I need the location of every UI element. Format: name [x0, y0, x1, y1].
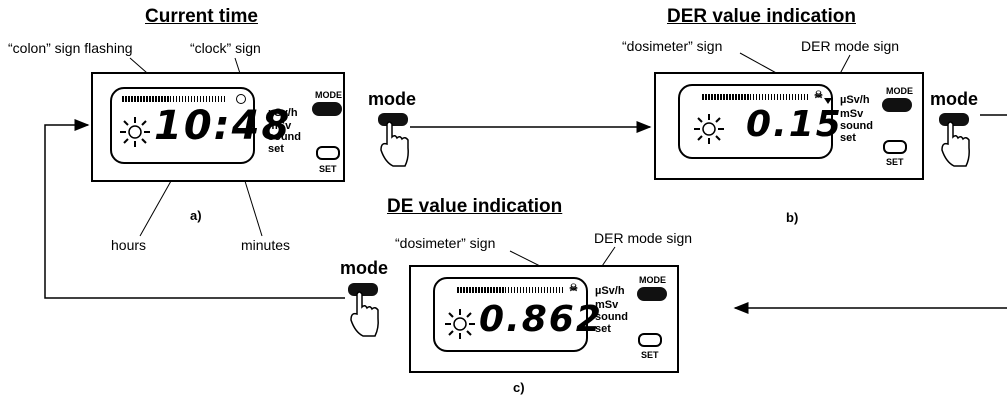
set-button-label: SET — [886, 157, 904, 167]
caption-b: b) — [786, 210, 799, 225]
lcd-de-readout: 0.862 — [479, 299, 603, 340]
scale-bar-filled — [457, 287, 505, 293]
set-button[interactable] — [316, 146, 340, 160]
set-button-label: SET — [319, 164, 337, 174]
pointing-hand-icon[interactable] — [345, 280, 385, 342]
scale-bar-filled — [122, 96, 170, 102]
unit-usv-h: µSv/h — [595, 285, 625, 297]
scale-bar-empty — [170, 96, 226, 102]
set-button[interactable] — [883, 140, 907, 154]
caption-a: a) — [190, 208, 202, 223]
title-der-value: DER value indication — [667, 6, 856, 27]
mode-button[interactable] — [637, 287, 667, 301]
sun-icon — [120, 117, 150, 147]
unit-set: set — [268, 143, 284, 155]
title-current-time: Current time — [145, 6, 258, 27]
annotation-der-mode-sign-b: DER mode sign — [801, 38, 900, 54]
unit-msv: mSv — [595, 299, 619, 311]
annotation-colon-flashing: “colon” sign flashing — [8, 40, 133, 56]
annotation-hours: hours — [111, 237, 147, 253]
mode-button-label: MODE — [639, 275, 666, 285]
set-button[interactable] — [638, 333, 662, 347]
unit-msv: mSv — [840, 108, 864, 120]
unit-sound: sound — [595, 311, 628, 323]
set-button-label: SET — [641, 350, 659, 360]
title-de-value: DE value indication — [387, 196, 563, 217]
sun-icon — [445, 309, 475, 339]
pointing-hand-icon[interactable] — [936, 110, 976, 172]
der-mode-icon — [824, 98, 832, 104]
mode-button-label: MODE — [886, 86, 913, 96]
mode-label-a: mode — [368, 89, 417, 109]
mode-label-c: mode — [340, 258, 389, 278]
dosimeter-device-c: ☠ 0.862 µSv/h mSv sound set MODE SET — [409, 265, 679, 373]
annotation-minutes: minutes — [241, 237, 291, 253]
dosimeter-device-b: ☠ 0.15 µSv/h mSv sound set MODE SET — [654, 72, 924, 180]
unit-usv-h: µSv/h — [268, 107, 298, 119]
lcd-screen: ☠ 0.862 — [433, 277, 601, 352]
unit-usv-h: µSv/h — [840, 94, 870, 106]
pointing-hand-icon[interactable] — [375, 110, 415, 172]
mode-label-b: mode — [930, 89, 979, 109]
unit-set: set — [595, 323, 611, 335]
dosimeter-device-a: 10:48 µSv/h mSv sound set MODE SET — [91, 72, 345, 182]
scale-bar-empty — [750, 94, 810, 100]
mode-button[interactable] — [312, 102, 342, 116]
lcd-screen: ☠ 0.15 — [678, 84, 841, 159]
unit-sound: sound — [268, 131, 301, 143]
annotation-clock-sign: “clock” sign — [190, 40, 261, 56]
annotation-der-mode-sign-c: DER mode sign — [594, 230, 693, 246]
dosimeter-icon: ☠ — [569, 283, 578, 294]
lcd-time-readout: 10:48 — [154, 103, 292, 149]
scale-bar-empty — [505, 287, 563, 293]
annotation-dosimeter-sign-c: “dosimeter” sign — [395, 235, 496, 251]
unit-set: set — [840, 132, 856, 144]
annotation-dosimeter-sign-b: “dosimeter” sign — [622, 38, 723, 54]
sun-icon — [694, 114, 724, 144]
mode-button-label: MODE — [315, 90, 342, 100]
dosimeter-icon: ☠ — [814, 90, 823, 101]
unit-msv: mSv — [268, 120, 292, 132]
clock-icon — [236, 94, 246, 104]
unit-sound: sound — [840, 120, 873, 132]
mode-button[interactable] — [882, 98, 912, 112]
lcd-der-readout: 0.15 — [746, 104, 843, 145]
scale-bar-filled — [702, 94, 750, 100]
lcd-screen: 10:48 — [110, 87, 289, 164]
caption-c: c) — [513, 380, 525, 395]
